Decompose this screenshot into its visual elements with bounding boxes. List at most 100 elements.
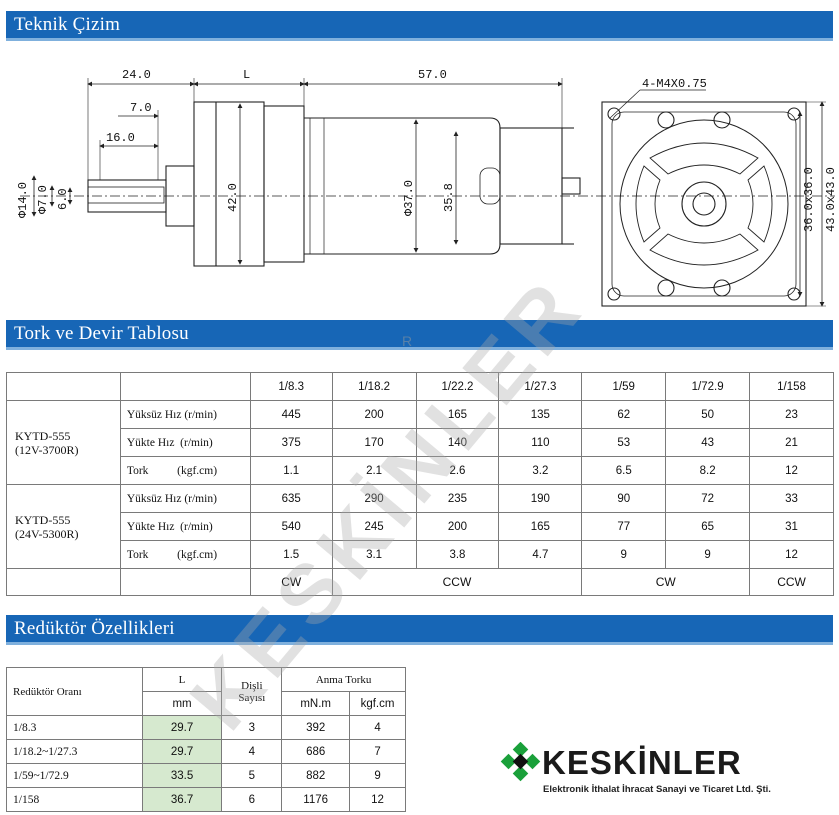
- torque-mnm-cell: 882: [281, 763, 351, 788]
- dim-6: 6.0: [56, 188, 70, 210]
- value-cell: 9: [665, 540, 751, 569]
- torque-table-header: Tork ve Devir Tablosu: [6, 320, 833, 350]
- value-cell: 77: [581, 512, 667, 541]
- table-row: KYTD-555(12V-3700R) Yüksüz Hız (r/min) 4…: [6, 400, 834, 485]
- value-cell: 165: [415, 400, 500, 429]
- brand-subtitle: Elektronik İthalat İhracat Sanayi ve Tic…: [543, 784, 771, 795]
- model-name: KYTD-555: [15, 512, 71, 527]
- diamond-logo-icon: [500, 742, 541, 782]
- gearbox-housing: [263, 105, 305, 263]
- teeth-cell: 4: [221, 739, 283, 764]
- ratio-header: 1/72.9: [665, 372, 751, 401]
- value-cell: 375: [249, 428, 333, 457]
- dim-43x43: 43.0x43.0: [824, 167, 838, 232]
- value-cell: 200: [415, 512, 500, 541]
- length-cell: 29.7: [141, 715, 223, 740]
- reducer-title: Redüktör Özellikleri: [14, 618, 175, 639]
- value-cell: 23: [749, 400, 834, 429]
- value-cell: 235: [415, 484, 500, 513]
- length-cell: 29.7: [141, 739, 223, 764]
- direction-cell: CCW: [331, 568, 583, 596]
- length-cell: 33.5: [141, 763, 223, 788]
- teeth-cell: 3: [221, 715, 283, 740]
- direction-cell: CW: [581, 568, 751, 596]
- value-cell: 8.2: [665, 456, 751, 485]
- ratio-header-row: 1/8.3 1/18.2 1/22.2 1/27.3 1/59 1/72.9 1…: [6, 372, 834, 401]
- ratio-header: 1/18.2: [331, 372, 417, 401]
- value-cell: 43: [665, 428, 751, 457]
- col-header-ratio: Redüktör Oranı: [6, 667, 143, 716]
- torque-mnm-cell: 1176: [281, 787, 351, 812]
- torque-speed-table: 1/8.3 1/18.2 1/22.2 1/27.3 1/59 1/72.9 1…: [6, 372, 834, 596]
- technical-drawing-title: Teknik Çizim: [14, 14, 121, 35]
- value-cell: 170: [331, 428, 417, 457]
- model-spec: (24V-5300R): [15, 526, 79, 541]
- teeth-cell: 6: [221, 787, 283, 812]
- ratio-cell: 1/8.3: [6, 715, 143, 740]
- torque-kgf-cell: 12: [349, 787, 406, 812]
- model-name: KYTD-555: [15, 428, 71, 443]
- col-header-L: L: [141, 667, 223, 692]
- value-cell: 3.2: [498, 456, 583, 485]
- value-cell: 3.1: [331, 540, 417, 569]
- value-cell: 200: [331, 400, 417, 429]
- value-cell: 140: [415, 428, 500, 457]
- value-cell: 90: [581, 484, 667, 513]
- value-cell: 290: [331, 484, 417, 513]
- value-cell: 53: [581, 428, 667, 457]
- table-row: KYTD-555(24V-5300R) Yüksüz Hız (r/min) 6…: [6, 484, 834, 569]
- teeth-cell: 5: [221, 763, 283, 788]
- value-cell: 65: [665, 512, 751, 541]
- dim-57: 57.0: [418, 68, 447, 82]
- torque-kgf-cell: 4: [349, 715, 406, 740]
- value-cell: 165: [498, 512, 583, 541]
- ratio-header: 1/8.3: [249, 372, 333, 401]
- model-cell: KYTD-555(24V-5300R): [6, 484, 121, 569]
- dim-phi37: Φ37.0: [402, 180, 416, 216]
- value-cell: 540: [249, 512, 333, 541]
- torque-table-title: Tork ve Devir Tablosu: [14, 323, 189, 344]
- param-label: Yükte Hız (r/min): [119, 512, 251, 541]
- value-cell: 3.8: [415, 540, 500, 569]
- torque-kgf-cell: 9: [349, 763, 406, 788]
- param-label: Tork (kgf.cm): [119, 540, 251, 569]
- value-cell: 190: [498, 484, 583, 513]
- dim-42: 42.0: [226, 183, 240, 212]
- ratio-header: 1/22.2: [415, 372, 500, 401]
- value-cell: 72: [665, 484, 751, 513]
- model-spec: (12V-3700R): [15, 442, 79, 457]
- length-cell: 36.7: [141, 787, 223, 812]
- ratio-cell: 1/59~1/72.9: [6, 763, 143, 788]
- ratio-cell: 1/18.2~1/27.3: [6, 739, 143, 764]
- brand-name: KESKİNLER: [542, 744, 742, 781]
- mounting-flange: [601, 101, 807, 307]
- reducer-header: Redüktör Özellikleri: [6, 615, 833, 645]
- value-cell: 1.1: [249, 456, 333, 485]
- col-header-mm: mm: [141, 691, 223, 716]
- col-header-rated-torque: Anma Torku: [281, 667, 406, 692]
- dim-m4-thread: 4-M4X0.75: [642, 77, 707, 91]
- value-cell: 21: [749, 428, 834, 457]
- param-label: Yüksüz Hız (r/min): [119, 484, 251, 513]
- dim-36x36: 36.0x36.0: [802, 167, 816, 232]
- dim-7: 7.0: [130, 101, 152, 115]
- dim-24: 24.0: [122, 68, 151, 82]
- value-cell: 4.7: [498, 540, 583, 569]
- direction-row: CW CCW CW CCW: [6, 568, 834, 596]
- value-cell: 135: [498, 400, 583, 429]
- direction-cell: CW: [249, 568, 333, 596]
- direction-cell: CCW: [749, 568, 834, 596]
- dim-phi7: Φ7.0: [36, 185, 50, 214]
- param-label: Yüksüz Hız (r/min): [119, 400, 251, 429]
- ratio-header: 1/27.3: [498, 372, 583, 401]
- col-header-mNm: mN.m: [281, 691, 351, 716]
